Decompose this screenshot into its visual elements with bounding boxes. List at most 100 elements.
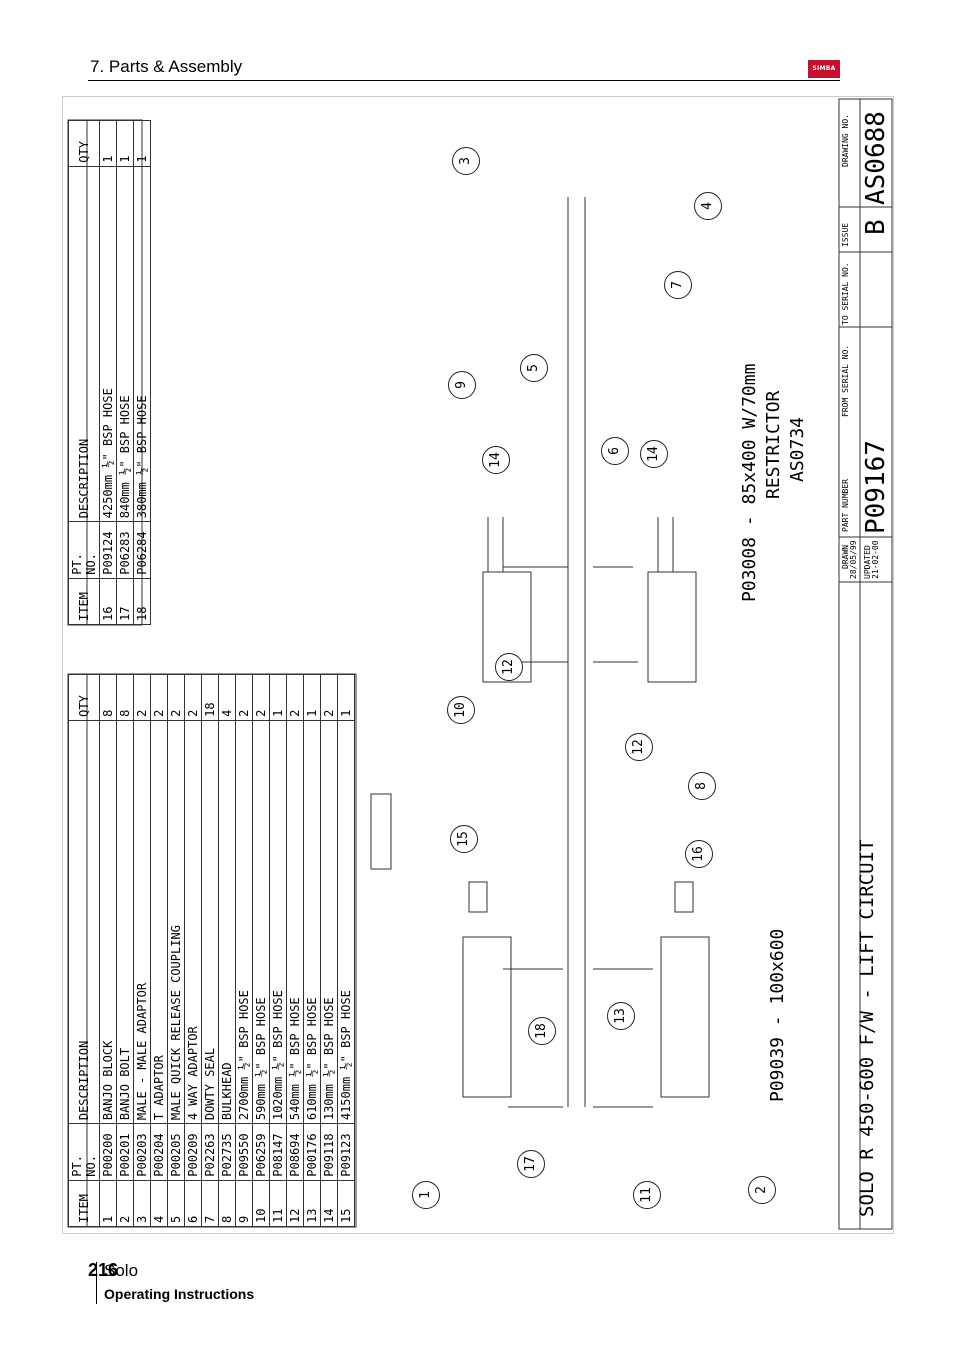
table-cell: 380mm ½" BSP HOSE [133,166,151,522]
table-cell: MALE QUICK RELEASE COUPLING [167,720,185,1124]
callout-6: 6 [601,437,629,465]
callout-12: 12 [495,653,523,681]
issue-label: ISSUE [841,222,850,247]
callout-13: 13 [607,1002,635,1030]
header-divider [88,80,840,81]
restrictor-label-line2: RESTRICTOR [763,390,784,499]
callout-4: 4 [694,192,722,220]
table-cell: 1 [303,674,321,721]
restrictor-label-line3: AS0734 [787,416,808,482]
callout-16: 16 [685,840,713,868]
page-number: 216 [88,1260,119,1280]
callout-17: 17 [517,1150,545,1178]
cylinder-left-top [482,571,532,683]
table-cell: 7 [201,1180,219,1227]
table-cell: 2 [184,674,202,721]
callout-5: 5 [520,354,548,382]
table-cell: 17 [116,578,134,625]
footer-subtitle: Operating Instructions [104,1286,255,1302]
table-cell: 4 [218,674,236,721]
callout-1: 1 [412,1181,440,1209]
table-cell: 11 [269,1180,287,1227]
extra-table-frame [67,119,143,626]
callout-14: 14 [640,440,668,468]
issue-value: B [861,219,891,235]
table-cell: 18 [133,578,151,625]
callout-3: 3 [452,147,480,175]
drawing-number: AS0688 [861,111,891,205]
table-cell: P09118 [320,1123,338,1181]
table-cell: P00203 [133,1123,151,1181]
table-cell: 6 [184,1180,202,1227]
table-header-cell: PT. NO. [68,1123,100,1181]
part-number: P09167 [861,440,891,534]
part-number-label: PART NUMBER [841,479,850,532]
circuit-title: SOLO R 450-600 F/W - LIFT CIRCUIT [856,839,878,1218]
drawn-date: 28/05/99 [849,540,858,579]
brand-logo: SIMBA [808,60,840,78]
section-title: 7. Parts & Assembly [90,57,243,76]
callout-8: 8 [688,772,716,800]
table-cell: P00201 [116,1123,134,1181]
table-cell: 540mm ½" BSP HOSE [286,720,304,1124]
footer-divider [96,1262,97,1304]
cylinder-left-bottom [462,936,512,1098]
table-cell: P00209 [184,1123,202,1181]
footer-model: Solo [104,1261,139,1280]
callout-18: 18 [528,1017,556,1045]
table-cell: BANJO BOLT [116,720,134,1124]
table-cell: 1 [99,120,117,167]
table-cell: 2 [235,674,253,721]
table-cell: P08694 [286,1123,304,1181]
table-cell: 2 [286,674,304,721]
table-header-cell: PT. NO. [68,521,100,579]
table-header-cell: DESCRIPTION [68,166,100,522]
table-cell: T ADAPTOR [150,720,168,1124]
table-cell: P09550 [235,1123,253,1181]
table-cell: 610mm ½" BSP HOSE [303,720,321,1124]
table-cell: 4150mm ½" BSP HOSE [337,720,355,1124]
table-cell: 9 [235,1180,253,1227]
table-cell: 2700mm ½" BSP HOSE [235,720,253,1124]
table-cell: MALE - MALE ADAPTOR [133,720,151,1124]
callout-15: 15 [450,825,478,853]
table-cell: 2 [167,674,185,721]
callout-11: 11 [633,1181,661,1209]
table-cell: 5 [167,1180,185,1227]
table-cell: P00176 [303,1123,321,1181]
callout-14: 14 [482,446,510,474]
callout-12: 12 [625,733,653,761]
updated-date: 21-02-00 [871,540,880,579]
table-cell: 1 [116,120,134,167]
table-cell: P09123 [337,1123,355,1181]
table-cell: P09124 [99,521,117,579]
table-cell: P06259 [252,1123,270,1181]
table-cell: 13 [303,1180,321,1227]
table-cell: P00200 [99,1123,117,1181]
table-cell: 2 [133,674,151,721]
table-cell: P02735 [218,1123,236,1181]
table-cell: 4 [150,1180,168,1227]
callout-10: 10 [447,696,475,724]
table-cell: 1020mm ½" BSP HOSE [269,720,287,1124]
table-cell: 8 [116,674,134,721]
table-cell: 590mm ½" BSP HOSE [252,720,270,1124]
table-cell: BULKHEAD [218,720,236,1124]
callout-2: 2 [748,1176,776,1204]
table-cell: 16 [99,578,117,625]
drawing-canvas [67,98,893,1230]
